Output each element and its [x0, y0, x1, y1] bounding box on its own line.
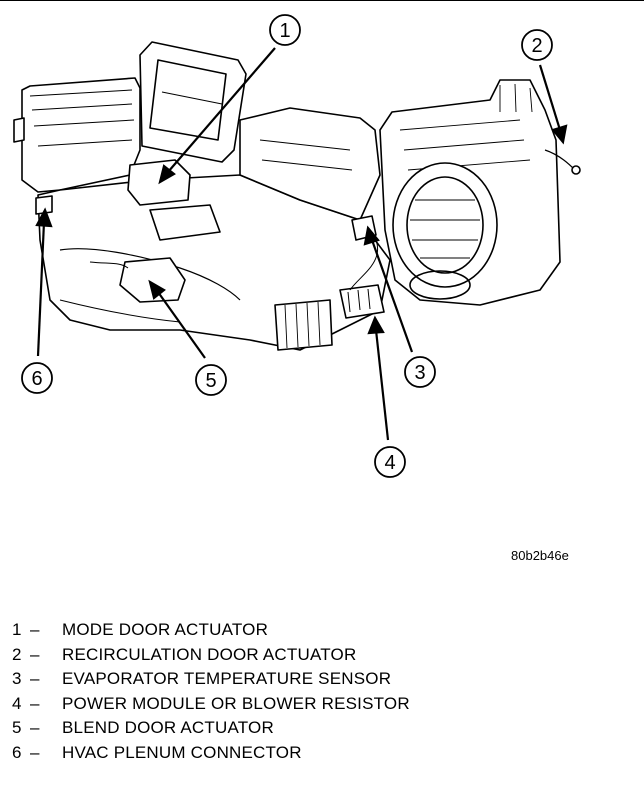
arrowhead-2: [551, 124, 568, 145]
callout-circle-6: [21, 362, 53, 394]
callout-circle-1: [269, 14, 301, 46]
legend-list: 1 – MODE DOOR ACTUATOR 2 – RECIRCULATION…: [12, 618, 410, 765]
legend-dash: –: [30, 742, 40, 762]
arrowhead-3: [363, 225, 380, 246]
legend-item: 6 – HVAC PLENUM CONNECTOR: [12, 741, 410, 766]
legend-number: 4: [12, 693, 22, 713]
leader-line-4: [374, 329, 390, 441]
hvac-housing-diagram: 1 2 3 4 5 6: [13, 14, 581, 478]
callout-label-2: 2: [531, 35, 542, 57]
callout-circle-2: [521, 29, 553, 61]
callout-label-4: 4: [384, 452, 395, 474]
arrowhead-4: [367, 315, 385, 335]
legend-number: 5: [12, 718, 22, 737]
legend-item: 2 – RECIRCULATION DOOR ACTUATOR: [12, 643, 410, 668]
legend-number: 6: [12, 742, 22, 762]
legend-number: 1: [12, 620, 22, 639]
leader-line-2: [538, 64, 562, 131]
legend-dash: –: [30, 718, 40, 737]
leader-line-3: [370, 239, 414, 353]
callout-label-6: 6: [31, 368, 42, 390]
callout-label-3: 3: [414, 362, 425, 384]
legend-dash: –: [30, 669, 40, 688]
legend-number: 2: [12, 644, 22, 664]
legend-item: 3 – EVAPORATOR TEMPERATURE SENSOR: [12, 667, 410, 692]
leader-line-1: [167, 47, 276, 173]
callout-circle-3: [404, 356, 436, 388]
top-border: [0, 0, 644, 1]
legend-label: POWER MODULE OR BLOWER RESISTOR: [62, 693, 410, 713]
figure-code: 80b2b46e: [511, 548, 569, 563]
leader-line-5: [157, 291, 206, 359]
hvac-housing-illustration: [13, 41, 581, 351]
leader-line-6: [36, 221, 46, 357]
legend-number: 3: [12, 669, 22, 688]
legend-dash: –: [30, 693, 40, 713]
legend-dash: –: [30, 644, 40, 664]
callout-label-5: 5: [205, 370, 216, 392]
arrowhead-6: [35, 207, 53, 228]
callout-circle-4: [374, 446, 406, 478]
legend-label: EVAPORATOR TEMPERATURE SENSOR: [62, 669, 392, 688]
legend-item: 4 – POWER MODULE OR BLOWER RESISTOR: [12, 692, 410, 717]
legend-label: MODE DOOR ACTUATOR: [62, 620, 269, 639]
legend-item: 1 – MODE DOOR ACTUATOR: [12, 618, 410, 643]
legend-label: BLEND DOOR ACTUATOR: [62, 718, 274, 737]
arrowhead-1: [158, 164, 176, 185]
legend-label: HVAC PLENUM CONNECTOR: [62, 742, 302, 762]
arrowhead-5: [148, 279, 166, 300]
callout-label-1: 1: [279, 20, 290, 42]
legend-dash: –: [30, 620, 40, 639]
callout-circle-5: [195, 364, 227, 396]
legend-item: 5 – BLEND DOOR ACTUATOR: [12, 716, 410, 741]
legend-label: RECIRCULATION DOOR ACTUATOR: [62, 644, 357, 664]
